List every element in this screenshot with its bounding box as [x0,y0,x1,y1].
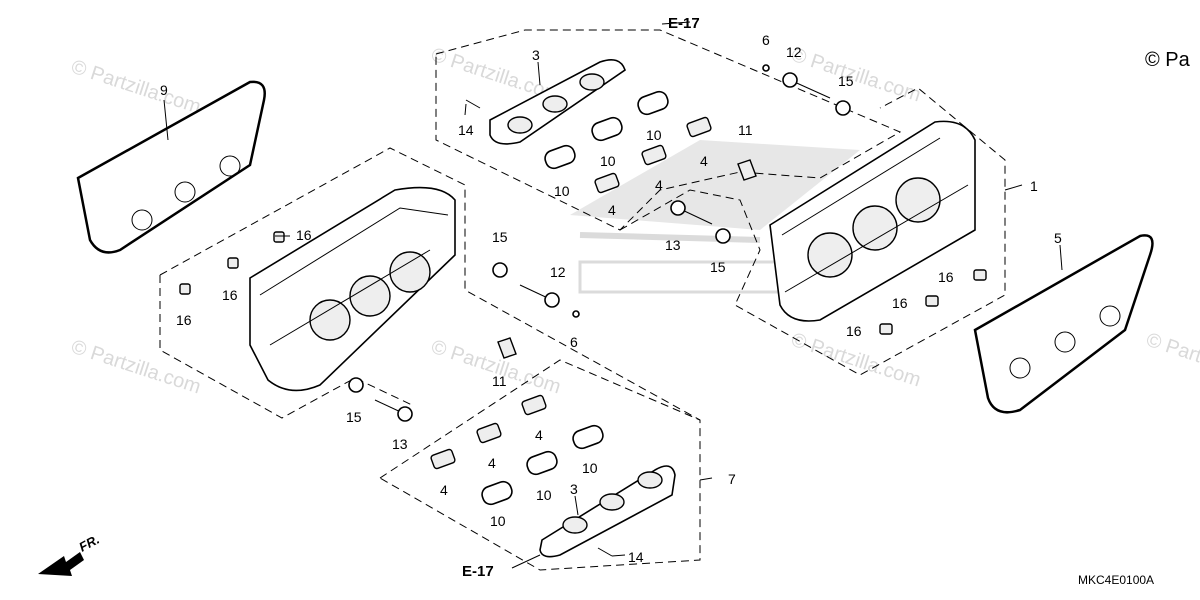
callout-3: 3 [532,47,540,63]
callout-4: 4 [608,202,616,218]
watermark-text: © Partzilla.com [428,336,563,399]
cylinder-head-cover-gasket-right [973,234,1154,414]
callout-4: 4 [488,455,496,471]
callout-12: 12 [786,44,802,60]
front-direction-marker: FR. [38,532,102,576]
callout-10: 10 [646,127,662,143]
reference-label-e17-top: E-17 [668,15,700,32]
callout-10: 10 [600,153,616,169]
callout-16: 16 [892,295,908,311]
callout-4: 4 [655,177,663,193]
callout-16: 16 [222,287,238,303]
front-arrow-icon [38,552,84,576]
callout-4: 4 [700,153,708,169]
callout-14: 14 [458,122,474,138]
callout-10: 10 [554,183,570,199]
callout-15: 15 [710,259,726,275]
callout-13: 13 [665,237,681,253]
callout-15: 15 [492,229,508,245]
leader-lines [163,21,1063,569]
callout-labels: 1 3 3 4 4 4 4 4 4 5 6 6 7 9 10 10 10 10 … [160,32,1062,565]
callout-11: 11 [492,373,507,389]
assembly-boxes [159,29,1006,571]
callout-16: 16 [938,269,954,285]
callout-16: 16 [176,312,192,328]
diagram-code: MKC4E0100A [1078,573,1154,587]
callout-14: 14 [628,549,644,565]
callout-1: 1 [1030,178,1038,194]
callout-7: 7 [728,471,736,487]
small-parts [179,64,987,557]
watermark-corner-text: © Pa [1145,49,1191,71]
cylinder-head-cover-right [769,120,976,322]
callout-4: 4 [440,482,448,498]
callout-13: 13 [392,436,408,452]
callout-16: 16 [296,227,312,243]
watermark-text: © Partzilla.com [1143,329,1200,392]
callout-5: 5 [1054,230,1062,246]
callout-10: 10 [490,513,506,529]
reference-label-e17-bottom: E-17 [462,563,494,580]
breather-pipe-upper [489,59,626,145]
callout-15: 15 [346,409,362,425]
cylinder-head-cover-gasket-left [76,80,266,254]
cylinder-head-cover-left [249,186,456,392]
watermark-layer: © Partzilla.com © Partzilla.com © Partzi… [68,44,1200,399]
callout-16: 16 [846,323,862,339]
callout-6: 6 [570,334,578,350]
watermark-text: © Partzilla.com [68,56,203,119]
watermark-text: © Partzilla.com [68,336,203,399]
gasket-rings-right [1009,305,1121,379]
callout-4: 4 [535,427,543,443]
callout-9: 9 [160,82,168,98]
gasket-rings-left [131,155,241,231]
callout-10: 10 [582,460,598,476]
breather-pipe-lower [539,465,676,558]
callout-6: 6 [762,32,770,48]
callout-15: 15 [838,73,854,89]
callout-12: 12 [550,264,566,280]
watermark-text: © Partzilla.com [788,44,923,107]
callout-10: 10 [536,487,552,503]
callout-11: 11 [738,122,753,138]
callout-3: 3 [570,481,578,497]
front-marker-label: FR. [76,532,102,555]
